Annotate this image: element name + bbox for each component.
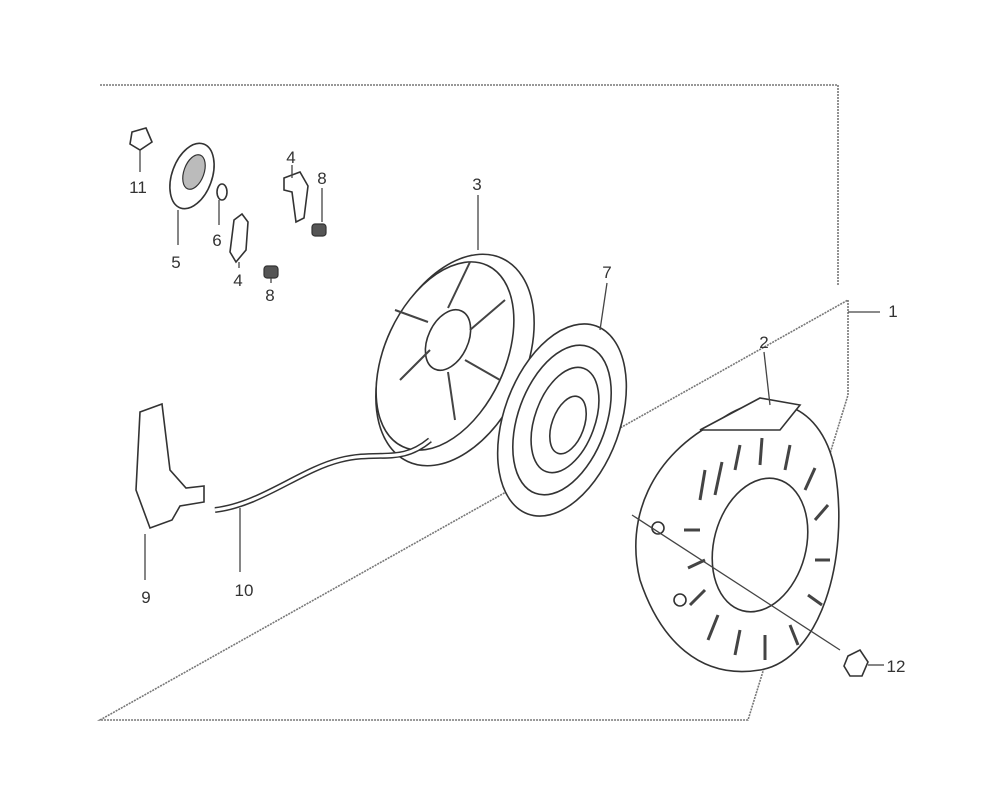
callout-7: 7 (602, 263, 611, 282)
callout-2: 2 (759, 333, 768, 352)
callout-10: 10 (235, 581, 254, 600)
part-10-rope[interactable] (214, 437, 432, 572)
callout-4-upper: 4 (286, 148, 295, 167)
callout-3: 3 (472, 175, 481, 194)
part-3-reel[interactable] (344, 195, 566, 491)
callout-8-lower: 8 (265, 286, 274, 305)
part-11-bolt[interactable] (129, 127, 153, 172)
callout-5: 5 (171, 253, 180, 272)
assembly-frame (96, 84, 849, 721)
callout-8-upper: 8 (317, 169, 326, 188)
part-5-ratchet[interactable] (162, 137, 223, 245)
part-8-spring-lower[interactable] (263, 265, 279, 283)
part-9-handle[interactable] (135, 402, 205, 580)
part-8-spring-upper[interactable] (311, 188, 327, 237)
part-4-pawl-upper[interactable] (283, 165, 309, 224)
callout-9: 9 (141, 588, 150, 607)
part-2-starter-case[interactable] (631, 351, 841, 673)
callout-4-lower: 4 (233, 271, 242, 290)
callout-12: 12 (887, 657, 906, 676)
callout-11: 11 (129, 178, 147, 197)
callout-1: 1 (888, 302, 897, 321)
callout-6: 6 (212, 231, 221, 250)
part-7-spiral-spring[interactable] (473, 282, 650, 534)
part-12-flange-bolt[interactable] (843, 648, 884, 677)
part-4-pawl-lower[interactable] (229, 212, 249, 268)
part-6-washer[interactable] (216, 183, 228, 225)
